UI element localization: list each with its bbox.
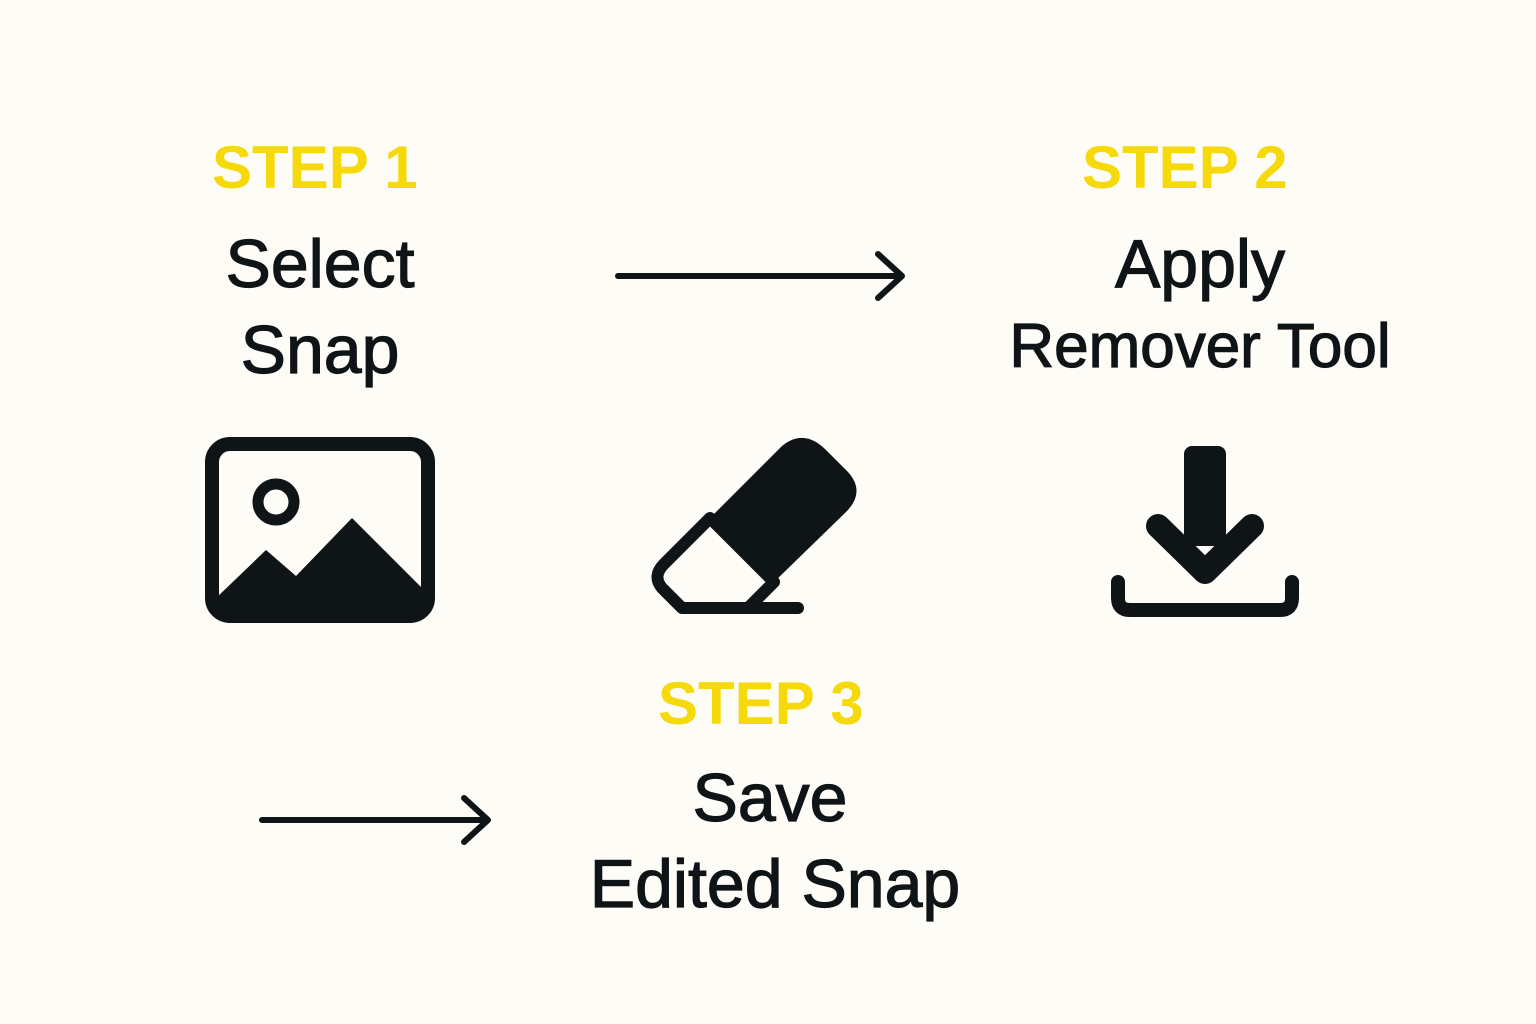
- step-3-label: STEP 3: [658, 670, 864, 737]
- arrow-right-icon: [615, 251, 905, 301]
- step-1-title-line2: Snap: [240, 312, 400, 388]
- eraser-icon: [651, 437, 857, 614]
- step-3-title-line2: Edited Snap: [589, 846, 961, 922]
- step-2-label: STEP 2: [1082, 134, 1288, 201]
- download-icon: [1111, 446, 1299, 617]
- step-3-title-line1: Save: [692, 760, 848, 836]
- step-2-title-line2: Remover Tool: [1009, 312, 1392, 381]
- step-1-title-line1: Select: [225, 226, 415, 302]
- arrow-right-icon: [259, 795, 491, 845]
- step-2-title-line1: Apply: [1114, 226, 1286, 302]
- image-icon: [205, 437, 435, 623]
- step-1-label: STEP 1: [212, 134, 418, 201]
